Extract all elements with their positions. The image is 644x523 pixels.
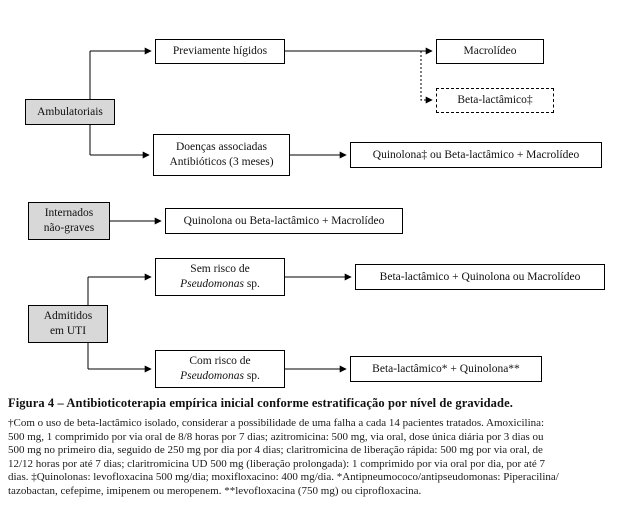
pseudomonas-italic: Pseudomonas [180,370,244,382]
node-label: Beta-lactâmico‡ [457,94,533,107]
node-label: Ambulatoriais [37,105,103,118]
node-internados-nao-graves: Internados não-graves [28,202,110,240]
node-quinolona-beta-macrolideo: Quinolona‡ ou Beta-lactâmico + Macrolíde… [350,142,602,168]
node-doencas-associadas: Doenças associadas Antibióticos (3 meses… [153,134,290,176]
node-sem-risco-pseudomonas: Sem risco de Pseudomonas sp. [155,258,285,296]
sp-suffix: sp. [243,370,260,382]
node-line2: Antibióticos (3 meses) [169,156,274,168]
node-line1: Com risco de [189,355,251,368]
node-macrolideo: Macrolídeo [436,39,544,64]
node-previamente-higidos: Previamente hígidos [155,39,285,64]
node-line1: Internados [44,207,94,220]
node-line2: Pseudomonas sp. [180,277,260,292]
node-admitidos-em-uti: Admitidos em UTI [28,305,108,343]
footnote-line: 500 mg no primeiro dia, seguido de 250 m… [8,444,543,457]
footnote-line: dias. ‡Quinolonas: levofloxacina 500 mg/… [8,471,559,484]
figure-caption-label: Figura 4 [8,396,55,410]
node-com-risco-pseudomonas: Com risco de Pseudomonas sp. [155,350,285,388]
node-ambulatoriais: Ambulatoriais [25,99,115,125]
node-line1: Admitidos [43,310,93,323]
footnote-line: †Com o uso de beta-lactâmico isolado, co… [8,417,545,429]
node-line2: não-graves [43,222,95,234]
node-line1: Doenças associadas [175,141,267,154]
node-label: Quinolona‡ ou Beta-lactâmico + Macrolíde… [372,148,580,161]
node-beta-quinolona-macrolideo: Beta-lactâmico + Quinolona ou Macrolídeo [355,264,605,290]
node-label: Quinolona ou Beta-lactâmico + Macrolídeo [183,214,385,227]
figure-caption: Figura 4 – Antibioticoterapia empírica i… [8,396,638,411]
node-label: Beta-lactâmico* + Quinolona** [372,362,520,375]
pseudomonas-italic: Pseudomonas [180,278,244,290]
node-beta-quinolona: Beta-lactâmico* + Quinolona** [350,356,542,382]
node-label: Previamente hígidos [172,45,268,58]
node-line2: Pseudomonas sp. [180,369,260,384]
node-quinolona-ou-beta-macrolideo: Quinolona ou Beta-lactâmico + Macrolídeo [165,208,403,234]
sp-suffix: sp. [243,278,260,290]
footnote-line: 500 mg, 1 comprimido por via oral de 8/8… [8,430,544,443]
figure-footnote: †Com o uso de beta-lactâmico isolado, co… [8,417,642,499]
node-beta-lactamico-dashed: Beta-lactâmico‡ [436,88,554,113]
figure-caption-text: – Antibioticoterapia empírica inicial co… [57,396,513,410]
node-line1: Sem risco de [190,263,250,276]
node-label: Macrolídeo [463,45,517,58]
dotted-arrow-to-beta-lactamico [420,51,433,104]
footnote-line: tazobactan, cefepime, imipenem ou merope… [8,484,422,497]
footnote-line: 12/12 horas por até 7 dias; claritromici… [8,457,546,470]
node-label: Beta-lactâmico + Quinolona ou Macrolídeo [379,270,581,283]
node-line2: em UTI [49,325,87,337]
